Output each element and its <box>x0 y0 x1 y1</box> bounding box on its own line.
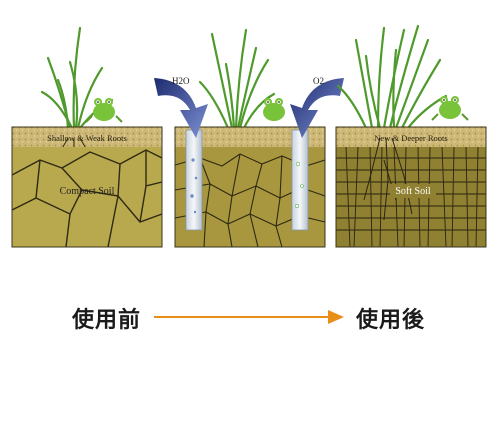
topsoil-band-right <box>336 127 486 147</box>
panel-frame-left <box>11 126 163 248</box>
panel-left-top-label: Shallow & Weak Roots <box>47 133 127 143</box>
oxygen-label: O2 <box>313 76 324 86</box>
grass-right <box>336 24 448 130</box>
frog-left <box>85 98 123 123</box>
panel-frame-right <box>335 126 487 248</box>
panel-injection: H2O O2 <box>154 28 344 248</box>
panel-right-center-label: Soft Soil <box>395 186 431 197</box>
soft-soil-cells <box>336 146 486 248</box>
topsoil-band-middle <box>175 127 325 147</box>
panel-right-top-label: New & Deeper Roots <box>374 133 447 143</box>
water-label: H2O <box>172 76 190 86</box>
frog-right <box>431 96 469 121</box>
before-after-arrow <box>154 310 344 324</box>
panel-compact-soil: Shallow & Weak Roots Compact Soil <box>11 26 163 248</box>
topsoil-band-left <box>12 127 162 147</box>
oxygen-tube <box>291 129 309 231</box>
after-label: 使用後 <box>356 308 426 333</box>
water-tube <box>185 129 203 231</box>
deep-roots <box>363 137 413 221</box>
frog-middle <box>263 98 285 121</box>
panel-left-center-label: Compact Soil <box>60 186 115 197</box>
compact-soil-cracks <box>11 149 163 248</box>
before-label: 使用前 <box>72 308 142 333</box>
soft-soil-label-bg <box>390 184 436 198</box>
oxygen-stars <box>294 161 304 209</box>
oxygen-injection-arrow <box>290 78 344 138</box>
compact-soil-body <box>12 147 162 247</box>
water-injection-arrow <box>154 78 208 138</box>
grass-middle <box>198 28 276 130</box>
water-bubbles <box>190 158 198 214</box>
soil-illustration: Shallow & Weak Roots Compact Soil <box>11 24 487 248</box>
panel-frame-middle <box>174 126 326 248</box>
panel-soft-soil: New & Deeper Roots Soft Soil <box>335 24 487 248</box>
